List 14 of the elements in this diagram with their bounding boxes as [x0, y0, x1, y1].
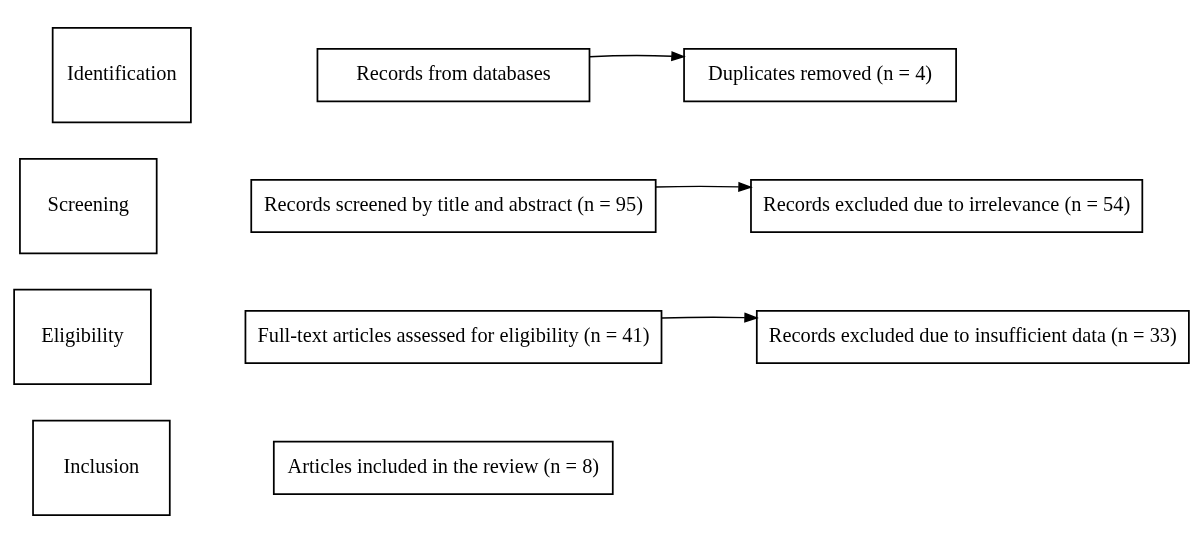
node-box: Screening	[19, 157, 158, 255]
node-box: Articles included in the review (n = 8)	[272, 440, 614, 495]
node-box: Records from databases	[316, 48, 591, 103]
node-box: Eligibility	[13, 288, 152, 386]
arrow	[655, 181, 753, 192]
node-box: Identification	[51, 26, 192, 124]
node-box: Records excluded due to irrelevance (n = 54)	[750, 178, 1144, 234]
node-box: Inclusion	[32, 419, 171, 517]
arrow	[588, 51, 686, 62]
arrow	[661, 312, 759, 323]
node-box: Full-text articles assessed for eligibility (n = 41)	[244, 309, 663, 365]
node-box: Records excluded due to insufficient data (n = 33)	[755, 309, 1190, 365]
node-box: Records screened by title and abstract (n = 95)	[250, 178, 657, 234]
node-box: Duplicates removed (n = 4)	[683, 48, 957, 103]
